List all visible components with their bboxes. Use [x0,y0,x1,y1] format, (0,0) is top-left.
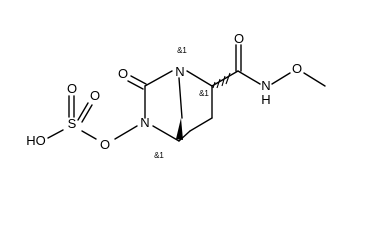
bonds [47,44,326,142]
stereo-label-c-alpha: &1 [199,89,209,98]
bond-bridge-1 [178,77,183,119]
bond-ch2-ch2 [189,117,213,132]
atom-sulfonyl-o-right: O [90,88,100,103]
stereo-labels: &1 &1 &1 [154,46,209,160]
atom-labels: N N O O O O N H S O O HO [26,31,302,152]
atom-ring-n: N [175,64,184,79]
bond-calpha-amide-c [211,70,239,87]
atom-amide-h: H [261,92,270,107]
atom-ether-o-link: O [100,137,110,152]
atom-carbonyl-o-left: O [118,66,128,81]
bond-amide-c-nh [237,70,261,85]
atom-sulfur: S [68,116,77,131]
stereo-label-c-bridgehead: &1 [154,151,164,160]
bond-ring-carbonyl-1 [130,75,147,85]
bond-s-o-right-2 [81,104,93,123]
bold-wedge-bridge [176,118,183,140]
bond-n-o [114,125,138,140]
bond-n-calpha [186,70,213,87]
bond-o-s [81,130,97,140]
bond-s-o-right-1 [77,102,89,121]
atom-carbonyl-o-right: O [234,31,244,46]
bond-ring-carbonyl-2 [127,80,144,90]
chemical-structure-canvas: N N O O O O N H S O O HO &1 &1 &1 [26,31,326,160]
atom-ether-o-methoxy: O [292,61,302,76]
bond-s-hydroxyl [47,129,64,139]
stereo-label-n-bridgehead: &1 [177,46,187,55]
molecule-diagram: N N O O O O N H S O O HO &1 &1 &1 [26,31,326,160]
atom-hydroxyl: HO [26,133,46,148]
bond-o-methyl [303,72,326,87]
atom-sulfonyl-o-top: O [67,81,77,96]
bond-nh-o [271,72,291,85]
stereo-bonds [176,72,231,140]
hashed-wedge-calpha [212,72,231,89]
atom-sulfonyl-n: N [140,115,149,130]
bond-n-bridgehead [152,125,180,142]
atom-amide-n: N [261,78,270,93]
bond-carbonyl-ring-n [144,70,173,87]
